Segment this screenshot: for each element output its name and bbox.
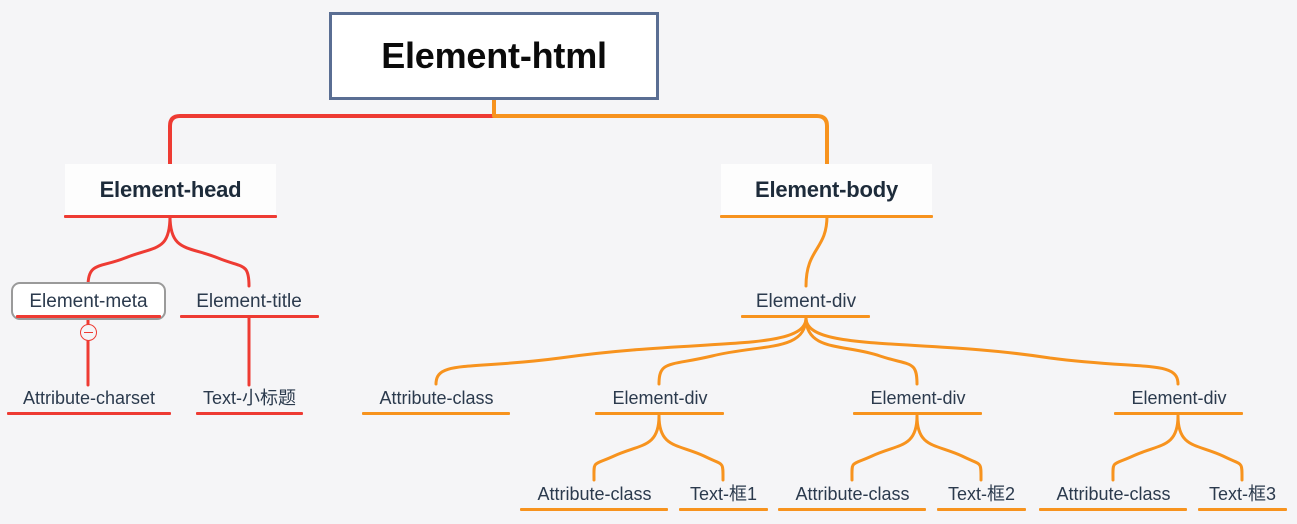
node-label: Attribute-charset: [22, 388, 156, 408]
edge-root-head: [168, 98, 496, 168]
edge-head-meta: [86, 214, 172, 288]
node-element-div-3[interactable]: Element-div: [1123, 383, 1235, 413]
minus-circle-icon[interactable]: [80, 324, 97, 341]
edge-head-title: [168, 214, 251, 288]
underline-attribute-charset: [7, 412, 171, 415]
node-text-1[interactable]: Text-框1: [687, 479, 760, 509]
node-attribute-class-2[interactable]: Attribute-class: [786, 479, 919, 509]
node-label: Element-div: [612, 388, 708, 408]
edge-body-div: [804, 214, 829, 288]
node-element-meta[interactable]: Element-meta: [11, 282, 166, 320]
edge-div2-text2: [915, 414, 983, 482]
node-label: Text-框2: [947, 484, 1016, 504]
node-label: Element-div: [870, 388, 966, 408]
underline-text-2: [937, 508, 1026, 511]
edge-div2-class2: [850, 414, 919, 482]
underline-text-subtitle: [196, 412, 303, 415]
node-attribute-class-3[interactable]: Attribute-class: [1047, 479, 1180, 509]
underline-attribute-class-2: [778, 508, 926, 511]
node-text-2[interactable]: Text-框2: [945, 479, 1018, 509]
node-label: Element-title: [196, 290, 302, 312]
edge-div1-class1: [592, 414, 661, 482]
underline-attribute-class-1: [520, 508, 668, 511]
node-label: Element-body: [754, 177, 899, 202]
edge-div3-class3: [1111, 414, 1180, 482]
node-element-div-1[interactable]: Element-div: [604, 383, 716, 413]
node-element-div-main[interactable]: Element-div: [744, 285, 868, 317]
underline-element-div-2: [853, 412, 982, 415]
edge-div-div1: [657, 316, 808, 386]
edge-root-body: [492, 98, 829, 168]
edge-div1-text1: [657, 414, 725, 482]
node-attribute-class-1[interactable]: Attribute-class: [528, 479, 661, 509]
edge-div-div2: [804, 316, 919, 386]
underline-attribute-class-3: [1039, 508, 1187, 511]
underline-element-div-1: [595, 412, 724, 415]
node-element-html[interactable]: Element-html: [329, 12, 659, 100]
node-label: Element-html: [381, 35, 607, 76]
underline-text-1: [679, 508, 768, 511]
node-label: Attribute-class: [537, 484, 652, 504]
edge-div-class: [434, 316, 808, 386]
node-label: Attribute-class: [379, 388, 494, 408]
node-label: Text-框1: [689, 484, 758, 504]
node-attribute-charset[interactable]: Attribute-charset: [9, 383, 169, 413]
underline-element-head: [64, 215, 277, 218]
edge-div3-text3: [1176, 414, 1244, 482]
node-element-body[interactable]: Element-body: [721, 164, 932, 216]
node-label: Attribute-class: [1056, 484, 1171, 504]
node-label: Element-div: [755, 290, 857, 312]
node-label: Text-小标题: [202, 388, 296, 408]
node-element-head[interactable]: Element-head: [65, 164, 276, 216]
node-element-title[interactable]: Element-title: [180, 285, 318, 317]
node-element-div-2[interactable]: Element-div: [862, 383, 974, 413]
underline-element-div-main: [741, 315, 870, 318]
node-label: Element-div: [1131, 388, 1227, 408]
node-label: Attribute-class: [795, 484, 910, 504]
node-attribute-class-main[interactable]: Attribute-class: [370, 383, 503, 413]
underline-element-body: [720, 215, 933, 218]
underline-element-title: [180, 315, 319, 318]
underline-text-3: [1198, 508, 1287, 511]
node-label: Element-head: [99, 177, 242, 202]
underline-attribute-class-main: [362, 412, 510, 415]
node-label: Element-meta: [29, 290, 148, 312]
underline-element-div-3: [1114, 412, 1243, 415]
node-label: Text-框3: [1208, 484, 1277, 504]
node-text-3[interactable]: Text-框3: [1206, 479, 1279, 509]
edge-div-div3: [804, 316, 1180, 386]
underline-element-meta: [16, 315, 161, 318]
node-text-subtitle[interactable]: Text-小标题: [199, 383, 300, 413]
